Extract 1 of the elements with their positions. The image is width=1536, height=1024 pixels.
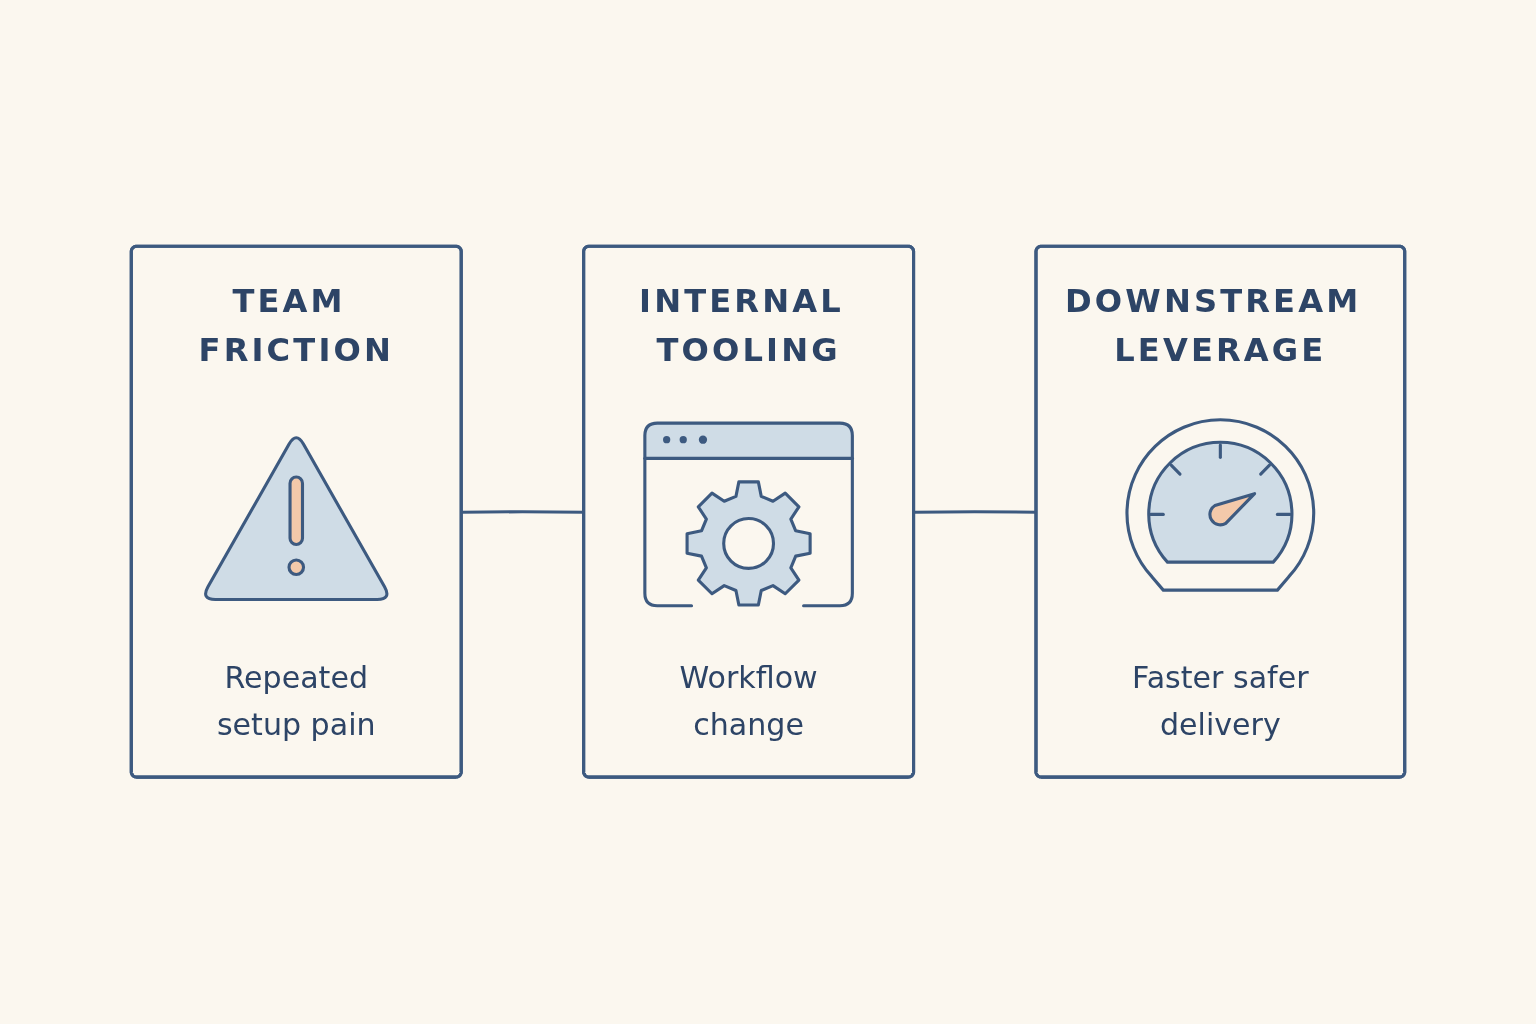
connector bbox=[914, 510, 1037, 515]
